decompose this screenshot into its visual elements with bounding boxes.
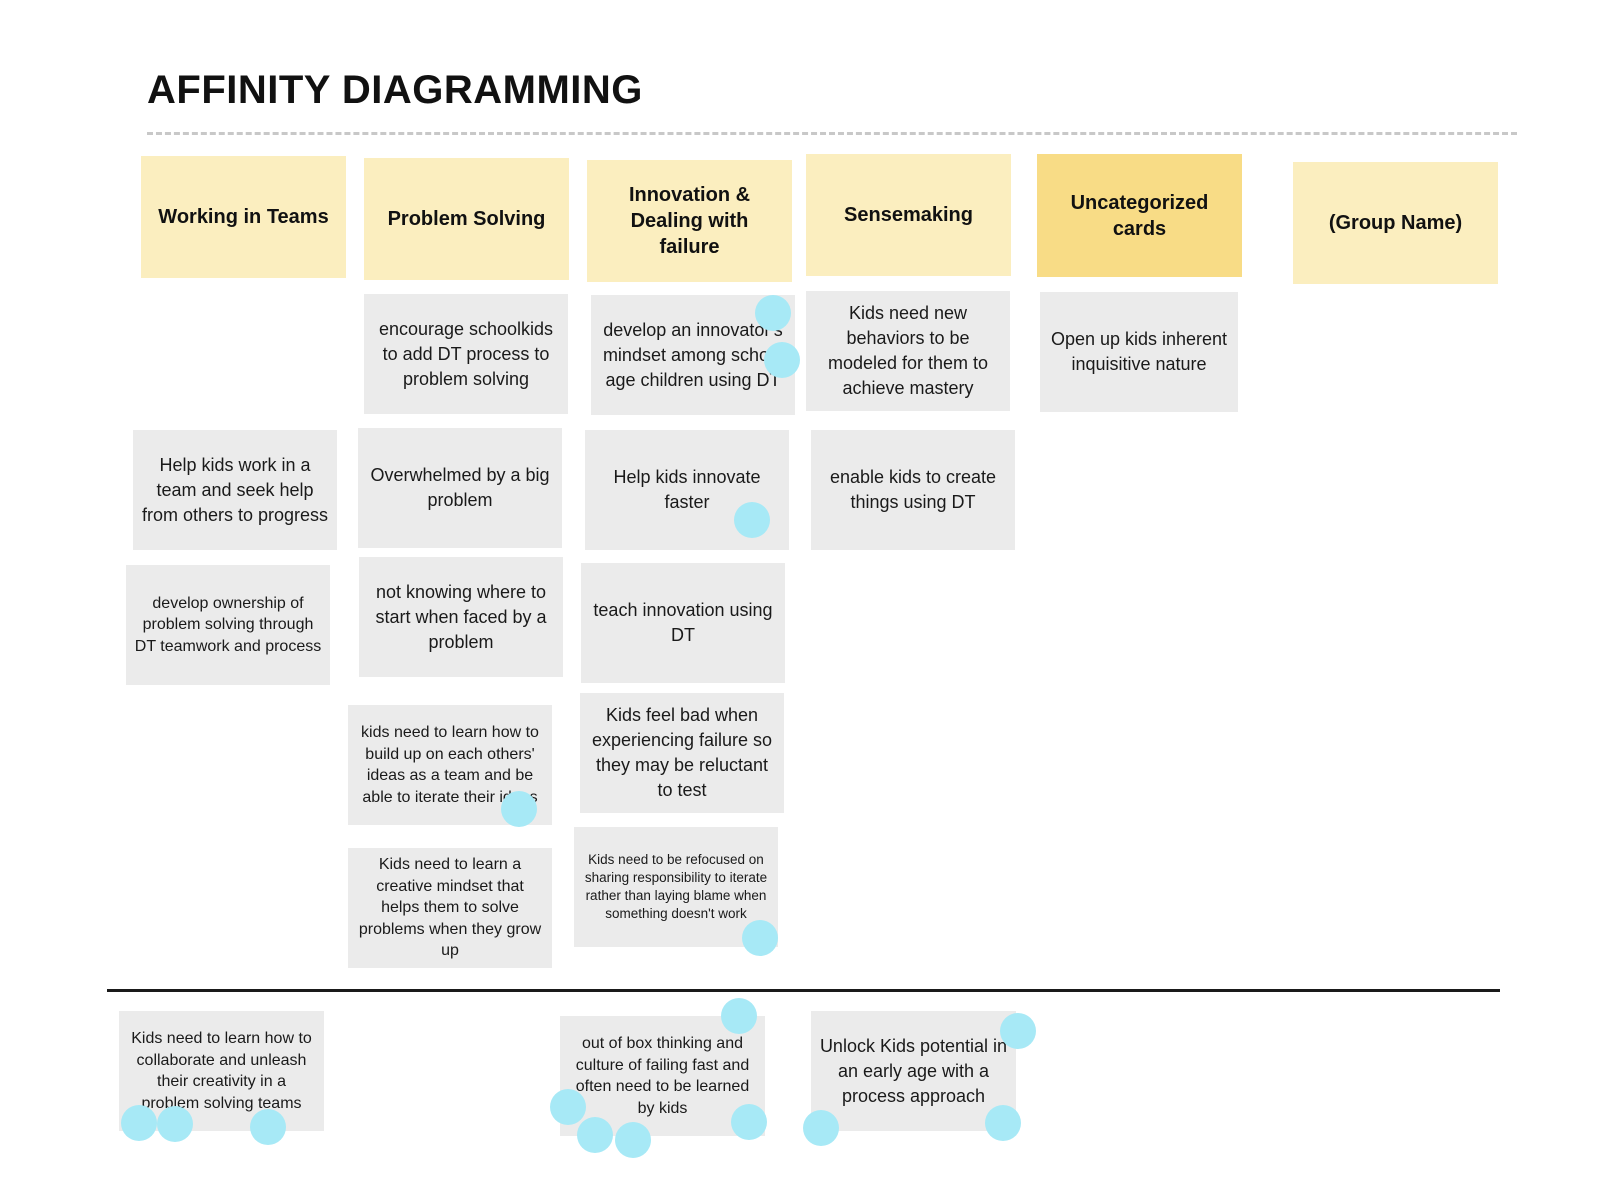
sticky-note[interactable]: out of box thinking and culture of faili… [560,1016,765,1136]
sticky-note[interactable]: develop an innovator's mindset among sch… [591,295,795,415]
group-header-problem-solving[interactable]: Problem Solving [364,158,569,280]
vote-dot[interactable] [501,791,537,827]
vote-dot[interactable] [755,295,791,331]
vote-dot[interactable] [121,1105,157,1141]
vote-dot[interactable] [734,502,770,538]
sticky-note[interactable]: teach innovation using DT [581,563,785,683]
vote-dot[interactable] [731,1104,767,1140]
page-title: AFFINITY DIAGRAMMING [147,68,643,112]
sticky-note[interactable]: Overwhelmed by a big problem [358,428,562,548]
sticky-note[interactable]: Kids feel bad when experiencing failure … [580,693,784,813]
group-header-sensemaking[interactable]: Sensemaking [806,154,1011,276]
vote-dot[interactable] [721,998,757,1034]
vote-dot[interactable] [803,1110,839,1146]
vote-dot[interactable] [764,342,800,378]
vote-dot[interactable] [550,1089,586,1125]
vote-dot[interactable] [985,1105,1021,1141]
vote-dot[interactable] [742,920,778,956]
dashed-divider [147,132,1517,135]
sticky-note[interactable]: enable kids to create things using DT [811,430,1015,550]
sticky-note[interactable]: develop ownership of problem solving thr… [126,565,330,685]
sticky-note[interactable]: encourage schoolkids to add DT process t… [364,294,568,414]
vote-dot[interactable] [577,1117,613,1153]
group-header-working-in-teams[interactable]: Working in Teams [141,156,346,278]
vote-dot[interactable] [1000,1013,1036,1049]
group-header-uncategorized[interactable]: Uncategorized cards [1037,154,1242,277]
sticky-note[interactable]: Kids need new behaviors to be modeled fo… [806,291,1010,411]
section-divider [107,989,1500,992]
sticky-note[interactable]: not knowing where to start when faced by… [359,557,563,677]
sticky-note[interactable]: Kids need to be refocused on sharing res… [574,827,778,947]
group-header-group-name[interactable]: (Group Name) [1293,162,1498,284]
vote-dot[interactable] [250,1109,286,1145]
vote-dot[interactable] [615,1122,651,1158]
sticky-note[interactable]: Unlock Kids potential in an early age wi… [811,1011,1016,1131]
sticky-note[interactable]: kids need to learn how to build up on ea… [348,705,552,825]
group-header-innovation[interactable]: Innovation & Dealing with failure [587,160,792,282]
vote-dot[interactable] [157,1106,193,1142]
sticky-note[interactable]: Kids need to learn a creative mindset th… [348,848,552,968]
sticky-note[interactable]: Help kids work in a team and seek help f… [133,430,337,550]
sticky-note[interactable]: Open up kids inherent inquisitive nature [1040,292,1238,412]
